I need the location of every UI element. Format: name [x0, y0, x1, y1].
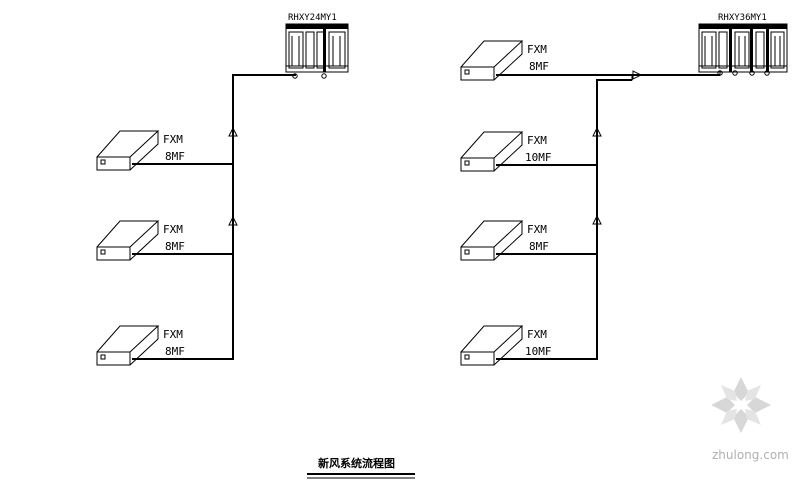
outdoor-unit-1-label: RHXY24MY1 [288, 13, 337, 23]
indoor-unit-model: FXM [527, 134, 547, 147]
indoor-unit-capacity: 8MF [165, 345, 185, 358]
diagram-title-text: 新风系统流程图 [318, 456, 395, 470]
diagram-title: 新风系统流程图 [307, 456, 415, 479]
indoor-unit: FXM 10MF [460, 325, 552, 366]
indoor-unit-model: FXM [163, 223, 183, 236]
indoor-unit: FXM 8MF [96, 325, 185, 366]
indoor-unit-capacity: 8MF [165, 240, 185, 253]
indoor-unit-model: FXM [527, 328, 547, 341]
indoor-unit: FXM 8MF [460, 40, 549, 81]
outdoor-unit-2: RHXY36MY1 [698, 13, 788, 76]
refnet-joint [592, 214, 602, 225]
refnet-joint [228, 126, 238, 137]
pipe-main-1 [132, 74, 296, 360]
watermark-logo-icon [711, 377, 771, 433]
indoor-unit-model: FXM [527, 43, 547, 56]
indoor-unit-model: FXM [163, 133, 183, 146]
indoor-unit: FXM 8MF [460, 220, 549, 261]
indoor-unit: FXM 10MF [460, 131, 552, 172]
refnet-joint [592, 126, 602, 137]
system-2: RHXY36MY1 [460, 13, 788, 366]
indoor-unit-capacity: 10MF [525, 345, 552, 358]
outdoor-unit-2-label: RHXY36MY1 [718, 13, 767, 23]
indoor-unit-capacity: 10MF [525, 151, 552, 164]
indoor-unit: FXM 8MF [96, 130, 185, 171]
indoor-unit-capacity: 8MF [165, 150, 185, 163]
refnet-joint [632, 70, 643, 80]
refnet-joint [228, 215, 238, 226]
indoor-unit-model: FXM [527, 223, 547, 236]
indoor-unit-capacity: 8MF [529, 240, 549, 253]
indoor-unit-model: FXM [163, 328, 183, 341]
indoor-unit: FXM 8MF [96, 220, 185, 261]
indoor-unit-capacity: 8MF [529, 60, 549, 73]
outdoor-unit-1: RHXY24MY1 [285, 13, 349, 79]
watermark-text: zhulong.com [712, 448, 789, 462]
system-1: RHXY24MY1 FXM 8MF [96, 13, 349, 366]
